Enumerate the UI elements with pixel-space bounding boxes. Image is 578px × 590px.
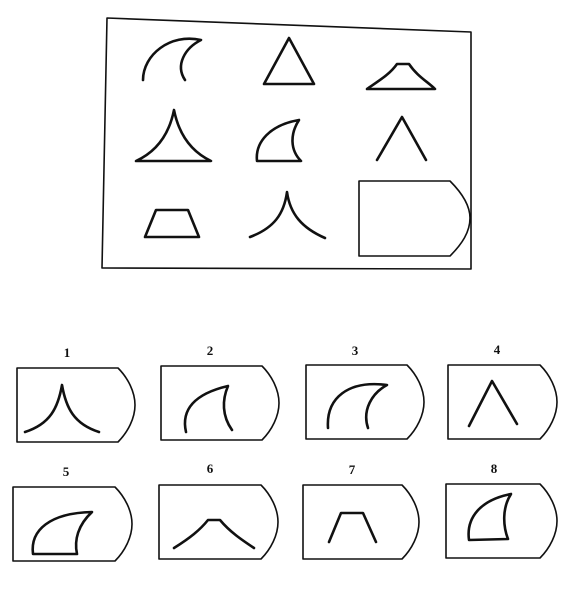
option-4-number: 4 <box>493 342 501 357</box>
matrix-cell-6-caret <box>375 115 428 162</box>
option-3[interactable] <box>305 364 425 440</box>
option-6[interactable] <box>158 484 279 560</box>
matrix-cell-9-answer-placeholder[interactable] <box>358 180 471 257</box>
matrix-cell-8-cusp-open <box>248 190 327 240</box>
option-4[interactable] <box>447 364 558 440</box>
matrix-cell-5-shark-fin <box>255 118 303 163</box>
option-2[interactable] <box>160 365 280 441</box>
option-1[interactable] <box>16 367 136 443</box>
option-5-number: 5 <box>62 464 70 479</box>
matrix-cell-2-triangle <box>262 36 316 86</box>
matrix-cell-1-crescent <box>141 37 203 82</box>
matrix-cell-7-trapezoid <box>143 208 201 239</box>
option-1-number: 1 <box>63 345 71 360</box>
option-6-number: 6 <box>206 461 214 476</box>
matrix-frame <box>101 17 472 270</box>
option-5[interactable] <box>12 486 133 562</box>
option-3-number: 3 <box>351 343 359 358</box>
option-7-number: 7 <box>348 462 356 477</box>
option-2-number: 2 <box>206 343 214 358</box>
option-8[interactable] <box>445 483 558 559</box>
option-8-number: 8 <box>490 461 498 476</box>
option-7[interactable] <box>302 484 420 560</box>
matrix-cell-3-mound <box>365 62 437 91</box>
matrix-cell-4-cusp-closed <box>134 108 213 163</box>
